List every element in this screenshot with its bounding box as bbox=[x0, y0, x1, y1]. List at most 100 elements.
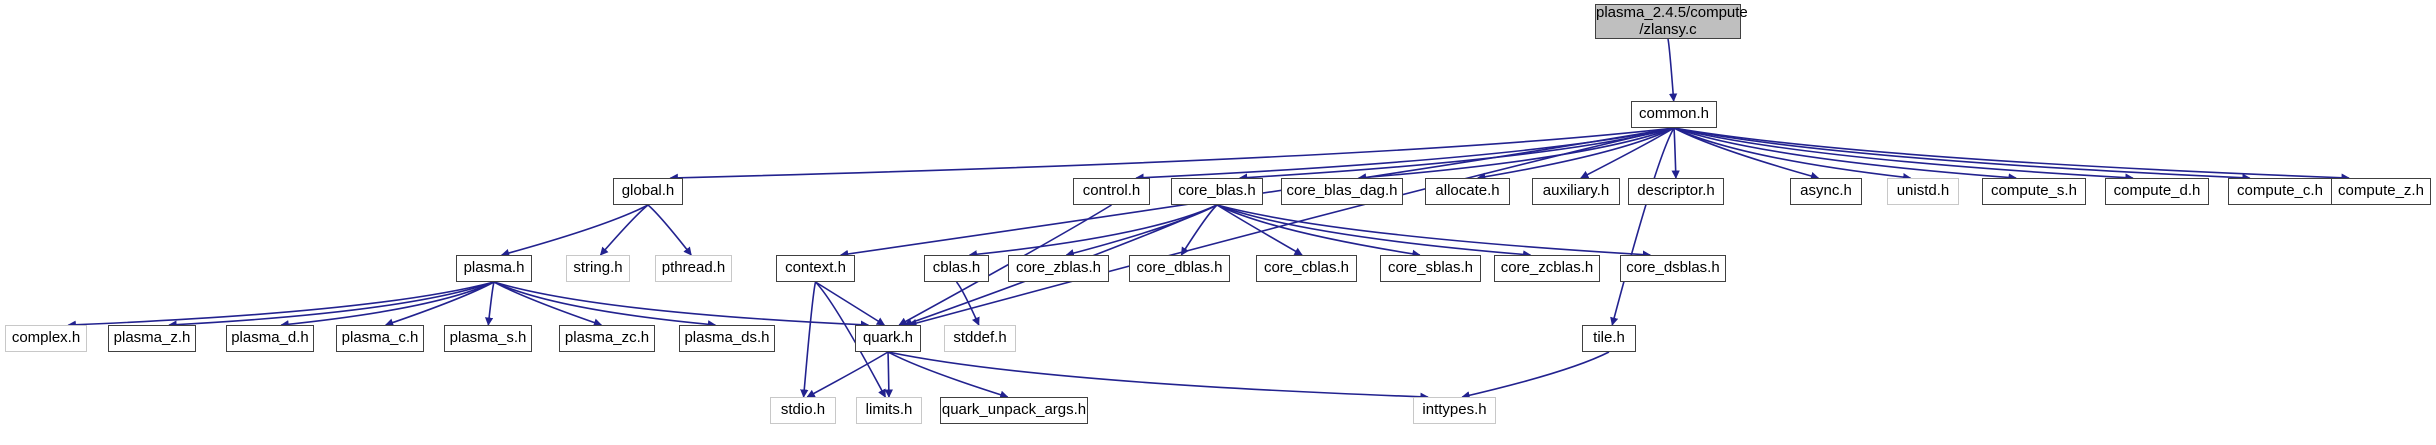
graph-node-label: plasma_ds.h bbox=[684, 329, 770, 347]
graph-edge-quark-to-inttypes bbox=[887, 351, 1429, 401]
graph-edge-common-to-compute_d bbox=[1673, 127, 2134, 182]
graph-node-label: quark_unpack_args.h bbox=[941, 401, 1087, 419]
graph-edge-context-to-stdio bbox=[800, 281, 817, 398]
graph-node-quark_unpack[interactable]: quark_unpack_args.h bbox=[940, 397, 1088, 424]
graph-node-label: common.h bbox=[1638, 105, 1710, 123]
graph-edge-common-to-compute_z bbox=[1673, 127, 2350, 182]
graph-node-context[interactable]: context.h bbox=[776, 255, 855, 282]
graph-node-string[interactable]: string.h bbox=[566, 255, 630, 282]
graph-node-label: stdio.h bbox=[780, 401, 826, 419]
graph-node-label: core_dblas.h bbox=[1136, 259, 1223, 277]
graph-node-inttypes[interactable]: inttypes.h bbox=[1413, 397, 1496, 424]
graph-node-cblas[interactable]: cblas.h bbox=[924, 255, 989, 282]
graph-edge-common-to-unistd bbox=[1673, 127, 1912, 182]
graph-node-plasma_z[interactable]: plasma_z.h bbox=[108, 325, 196, 352]
graph-edge-core_blas-to-core_dsblas bbox=[1216, 204, 1652, 259]
graph-edge-core_blas-to-core_cblas bbox=[1216, 204, 1303, 256]
graph-node-label: stddef.h bbox=[953, 329, 1007, 347]
graph-node-stdio[interactable]: stdio.h bbox=[770, 397, 836, 424]
graph-edge-plasma-to-quark bbox=[493, 281, 870, 329]
graph-node-plasma[interactable]: plasma.h bbox=[456, 255, 532, 282]
graph-node-label: plasma_d.h bbox=[231, 329, 309, 347]
graph-node-label: control.h bbox=[1082, 182, 1141, 200]
graph-node-label: compute_d.h bbox=[2113, 182, 2201, 200]
graph-node-plasma_zc[interactable]: plasma_zc.h bbox=[559, 325, 655, 352]
graph-node-label: plasma_zc.h bbox=[564, 329, 650, 347]
graph-node-label: quark.h bbox=[862, 329, 914, 347]
graph-node-global[interactable]: global.h bbox=[613, 178, 683, 205]
graph-node-plasma_ds[interactable]: plasma_ds.h bbox=[679, 325, 775, 352]
graph-node-compute_s[interactable]: compute_s.h bbox=[1982, 178, 2086, 205]
graph-edge-common-to-async bbox=[1673, 127, 1820, 180]
graph-node-async[interactable]: async.h bbox=[1790, 178, 1862, 205]
graph-node-core_cblas[interactable]: core_cblas.h bbox=[1256, 255, 1357, 282]
graph-node-label: plasma.h bbox=[463, 259, 525, 277]
graph-edge-core_blas-to-core_dblas bbox=[1180, 204, 1218, 256]
graph-node-descriptor[interactable]: descriptor.h bbox=[1628, 178, 1724, 205]
graph-node-plasma_s[interactable]: plasma_s.h bbox=[444, 325, 532, 352]
graph-edge-common-to-core_blas_dag bbox=[1357, 127, 1675, 182]
graph-node-limits[interactable]: limits.h bbox=[856, 397, 922, 424]
graph-node-stddef[interactable]: stddef.h bbox=[944, 325, 1016, 352]
graph-node-label: cblas.h bbox=[932, 259, 981, 277]
graph-edge-plasma-to-complex bbox=[67, 281, 495, 329]
graph-node-compute_z[interactable]: compute_z.h bbox=[2331, 178, 2431, 205]
graph-edge-core_blas-to-cblas bbox=[968, 204, 1218, 259]
graph-node-label: inttypes.h bbox=[1422, 401, 1487, 419]
graph-edge-common-to-global bbox=[669, 127, 1675, 182]
graph-node-pthread[interactable]: pthread.h bbox=[655, 255, 732, 282]
graph-node-quark[interactable]: quark.h bbox=[855, 325, 921, 352]
graph-node-core_blas[interactable]: core_blas.h bbox=[1171, 178, 1263, 205]
graph-edge-cblas-to-stddef bbox=[955, 281, 980, 326]
graph-node-label: plasma_z.h bbox=[113, 329, 191, 347]
graph-node-label-line2: /zlansy.c bbox=[1639, 20, 1697, 38]
graph-edge-core_blas-to-core_zcblas bbox=[1216, 204, 1532, 259]
graph-node-compute_d[interactable]: compute_d.h bbox=[2105, 178, 2209, 205]
graph-edge-global-to-pthread bbox=[647, 204, 692, 256]
graph-node-label: compute_s.h bbox=[1991, 182, 2077, 200]
graph-edge-common-to-core_blas bbox=[1239, 127, 1675, 182]
graph-edge-global-to-string bbox=[599, 204, 649, 256]
graph-node-compute_c[interactable]: compute_c.h bbox=[2228, 178, 2332, 205]
graph-node-label: limits.h bbox=[865, 401, 913, 419]
graph-edge-tile-to-inttypes bbox=[1461, 351, 1610, 400]
graph-node-core_sblas[interactable]: core_sblas.h bbox=[1380, 255, 1481, 282]
graph-edge-plasma-to-plasma_c bbox=[384, 281, 495, 327]
graph-node-label: core_blas.h bbox=[1178, 182, 1256, 200]
graph-node-allocate[interactable]: allocate.h bbox=[1425, 178, 1510, 205]
graph-node-label: plasma_2.4.5/compute/zlansy.c bbox=[1596, 3, 1748, 38]
graph-node-label: plasma_c.h bbox=[341, 329, 419, 347]
graph-node-label: auxiliary.h bbox=[1542, 182, 1610, 200]
graph-edge-common-to-compute_c bbox=[1673, 127, 2251, 182]
graph-node-root[interactable]: plasma_2.4.5/compute/zlansy.c bbox=[1595, 3, 1748, 39]
graph-edge-common-to-auxiliary bbox=[1580, 127, 1675, 179]
graph-node-common[interactable]: common.h bbox=[1631, 101, 1717, 128]
graph-node-control[interactable]: control.h bbox=[1073, 178, 1150, 205]
graph-node-core_blas_dag[interactable]: core_blas_dag.h bbox=[1281, 178, 1403, 205]
graph-node-label: core_cblas.h bbox=[1263, 259, 1350, 277]
graph-node-tile[interactable]: tile.h bbox=[1582, 325, 1636, 352]
graph-node-unistd[interactable]: unistd.h bbox=[1887, 178, 1959, 205]
graph-node-label: context.h bbox=[785, 259, 846, 277]
graph-node-label: core_blas_dag.h bbox=[1286, 182, 1398, 200]
graph-edge-common-to-control bbox=[1135, 127, 1675, 182]
graph-edge-context-to-quark bbox=[815, 281, 886, 326]
graph-node-label: core_dsblas.h bbox=[1626, 259, 1720, 277]
graph-edge-plasma-to-plasma_z bbox=[168, 281, 495, 329]
graph-node-core_zcblas[interactable]: core_zcblas.h bbox=[1494, 255, 1600, 282]
graph-node-label: tile.h bbox=[1593, 329, 1625, 347]
graph-node-core_dsblas[interactable]: core_dsblas.h bbox=[1620, 255, 1726, 282]
graph-node-plasma_d[interactable]: plasma_d.h bbox=[226, 325, 314, 352]
graph-node-core_zblas[interactable]: core_zblas.h bbox=[1008, 255, 1109, 282]
graph-node-label: pthread.h bbox=[661, 259, 726, 277]
graph-node-auxiliary[interactable]: auxiliary.h bbox=[1532, 178, 1620, 205]
graph-edge-common-to-allocate bbox=[1476, 127, 1675, 181]
graph-node-complex[interactable]: complex.h bbox=[5, 325, 87, 352]
graph-edge-plasma-to-plasma_ds bbox=[493, 281, 717, 329]
graph-edge-quark-to-stdio bbox=[806, 351, 889, 398]
graph-edge-plasma-to-plasma_zc bbox=[493, 281, 603, 327]
graph-node-label: core_sblas.h bbox=[1387, 259, 1474, 277]
graph-node-core_dblas[interactable]: core_dblas.h bbox=[1129, 255, 1230, 282]
graph-node-plasma_c[interactable]: plasma_c.h bbox=[336, 325, 424, 352]
graph-node-label: global.h bbox=[621, 182, 675, 200]
